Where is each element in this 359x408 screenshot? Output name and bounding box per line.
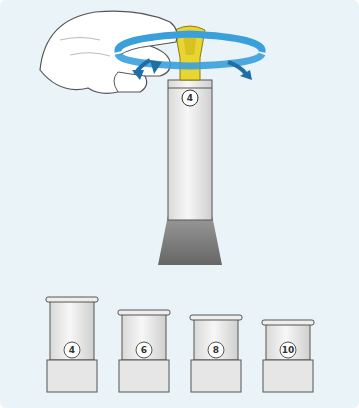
hand [40, 11, 177, 93]
callout-number: 4 [182, 91, 198, 105]
pen-barrel [168, 80, 212, 220]
callout-number: 8 [208, 343, 224, 357]
dose-positions [46, 297, 314, 392]
callout-number: 4 [64, 343, 80, 357]
pen-lower-body [158, 215, 222, 265]
callout-number: 6 [136, 343, 152, 357]
callout-number: 10 [280, 343, 296, 357]
dose-window [182, 90, 198, 106]
rotation-arrow [118, 34, 262, 52]
